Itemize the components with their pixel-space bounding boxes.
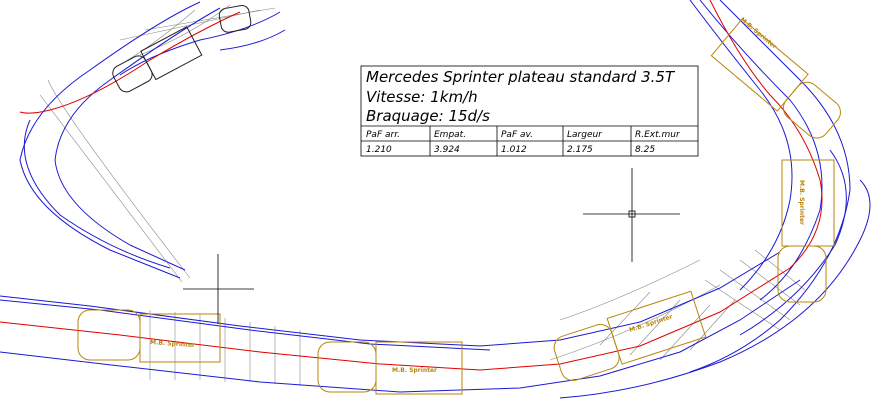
value-largeur: 2.175	[567, 145, 593, 155]
value-empat: 3.924	[434, 145, 460, 155]
swept-envelope	[39, 4, 806, 386]
vehicle-positions	[77, 18, 841, 395]
stamp-3: M.B. Sprinter	[628, 313, 673, 334]
title-block: Mercedes Sprinter plateau standard 3.5T …	[360, 65, 699, 157]
header-r-ext-mur: R.Ext.mur	[635, 130, 681, 140]
title-steering: Braquage: 15d/s	[366, 107, 490, 125]
header-largeur: Largeur	[567, 130, 603, 140]
title-speed: Vitesse: 1km/h	[366, 88, 478, 106]
stamp-4: M.B. Sprinter	[798, 180, 805, 225]
wall-outlines	[0, 0, 871, 399]
vehicle-topleft	[112, 5, 252, 93]
header-paf-av: PaF av.	[501, 130, 533, 140]
stamp-5: M.B. Sprinter	[739, 16, 778, 50]
title-vehicle: Mercedes Sprinter plateau standard 3.5T	[366, 68, 676, 86]
stamp-2: M.B. Sprinter	[392, 367, 437, 374]
value-r-ext-mur: 8.25	[635, 145, 655, 155]
crosshair-cursor-left	[183, 254, 254, 324]
stamp-1: M.B. Sprinter	[150, 339, 195, 349]
value-paf-arr: 1.210	[366, 145, 392, 155]
value-paf-av: 1.012	[501, 145, 527, 155]
crosshair-cursor-right	[583, 168, 680, 262]
header-paf-arr: PaF arr.	[366, 130, 400, 140]
header-empat: Empat.	[434, 130, 466, 140]
